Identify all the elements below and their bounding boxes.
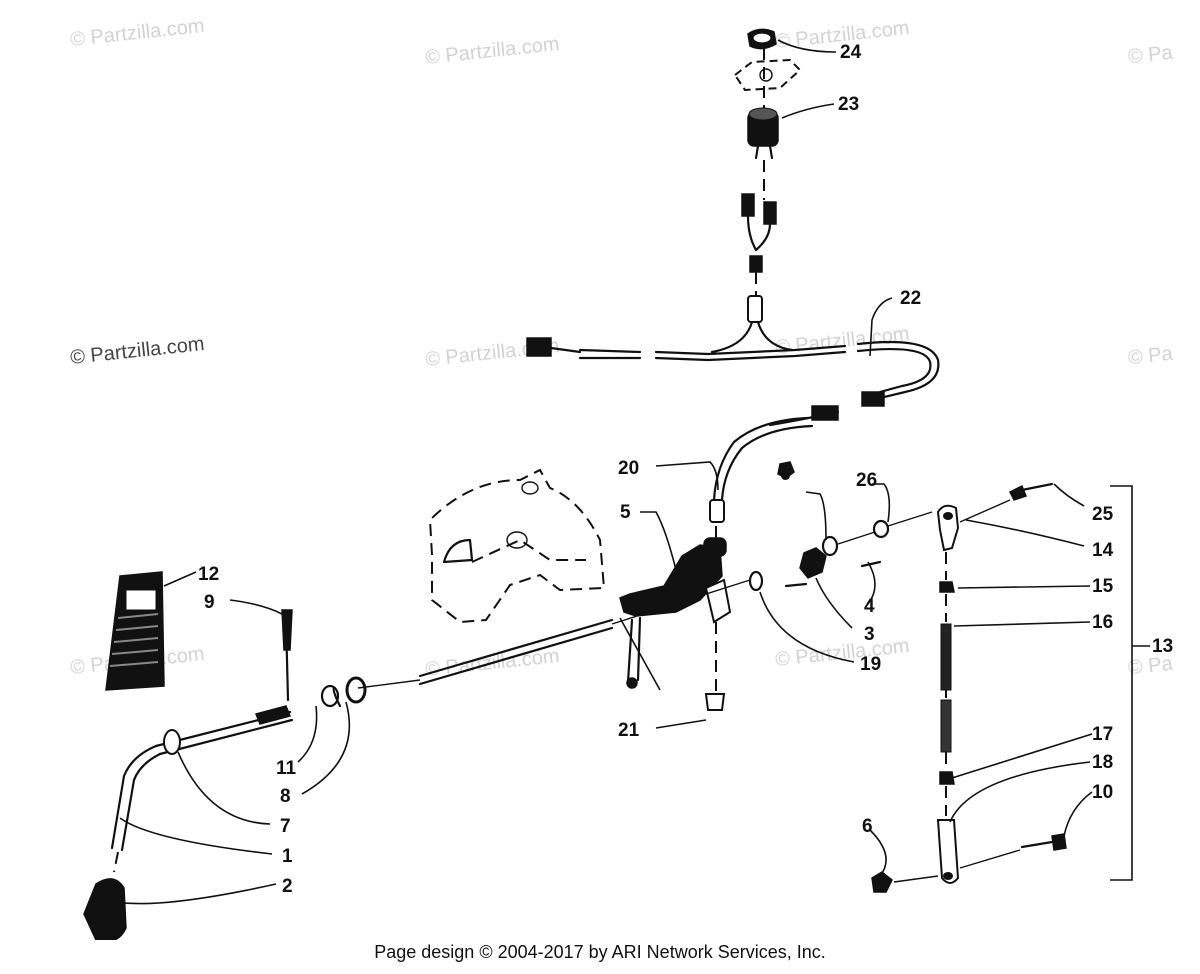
callout-24: 24	[840, 42, 862, 63]
callout-2: 2	[282, 876, 293, 897]
callout-26: 26	[856, 470, 877, 491]
callout-23: 23	[838, 94, 859, 115]
callout-25: 25	[1092, 504, 1114, 525]
callout-22: 22	[900, 288, 921, 309]
callout-9: 9	[204, 592, 215, 613]
callout-11: 11	[276, 758, 297, 779]
callout-14: 14	[1092, 540, 1114, 561]
callout-10: 10	[1092, 782, 1113, 803]
callout-3: 3	[864, 624, 875, 645]
diagram-drawing: 24 23 22 20 6 26 5 25 14 15 12 9 4 3 16 …	[83, 28, 1173, 940]
callout-12: 12	[198, 564, 219, 585]
callout-19: 19	[860, 654, 881, 675]
callout-20: 20	[618, 458, 639, 479]
throttle-lever-part	[83, 609, 367, 940]
throttle-housing-outline	[428, 468, 606, 624]
callout-1: 1	[282, 846, 293, 867]
callout-7: 7	[280, 816, 291, 837]
cable-part	[709, 416, 814, 523]
callout-labels: 24 23 22 20 6 26 5 25 14 15 12 9 4 3 16 …	[198, 42, 1173, 897]
switch-connector	[741, 193, 777, 273]
cap-nut-part	[747, 28, 777, 50]
callout-21: 21	[618, 720, 640, 741]
footer-copyright: Page design © 2004-2017 by ARI Network S…	[374, 942, 826, 962]
callout-15: 15	[1092, 576, 1114, 597]
callout-6-top: 6	[780, 464, 791, 485]
wiring-harness-part	[526, 295, 940, 427]
decal-part	[105, 571, 165, 691]
callout-17: 17	[1092, 724, 1113, 745]
callout-6-bottom: 6	[862, 816, 873, 837]
callout-5: 5	[620, 502, 631, 523]
clip-part	[704, 693, 726, 711]
link-rod-part	[871, 482, 1067, 893]
lock-plate-part	[733, 58, 802, 92]
switch-part	[747, 107, 779, 160]
callout-8: 8	[280, 786, 291, 807]
callout-4: 4	[864, 596, 875, 617]
leader-lines	[105, 39, 1093, 905]
callout-13: 13	[1152, 636, 1173, 657]
callout-16: 16	[1092, 612, 1113, 633]
washer-part	[748, 570, 764, 592]
throttle-arm-part	[619, 537, 732, 689]
callout-18: 18	[1092, 752, 1113, 773]
